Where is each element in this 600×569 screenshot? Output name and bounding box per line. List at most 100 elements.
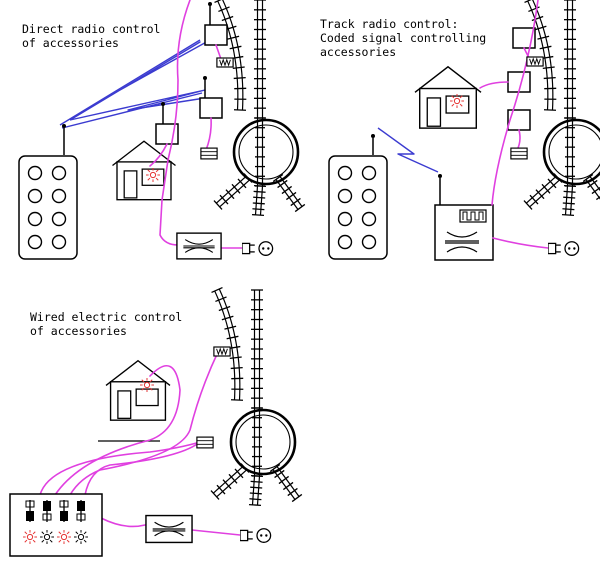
track-tie (254, 191, 266, 192)
transformer-icon (146, 516, 192, 543)
label-direct-radio: Direct radio control of accessories (22, 22, 160, 50)
track-tie (224, 326, 236, 329)
house-icon (106, 361, 170, 420)
receiver-box-1 (205, 25, 227, 45)
receiver-box-2 (200, 98, 222, 118)
track-rail (218, 1, 238, 110)
track-rail (526, 176, 556, 203)
wire-xfmr-plug (192, 530, 240, 535)
transformer-icon (177, 233, 221, 259)
label-wired: Wired electric control of accessories (30, 310, 182, 338)
power-plug-icon (242, 242, 273, 256)
track-rail (530, 180, 560, 207)
switch-motor-icon (217, 58, 233, 67)
track-rail (276, 179, 298, 209)
track-tie (532, 17, 543, 21)
track-tie (562, 215, 574, 216)
track-tie (252, 209, 264, 210)
track-rail (213, 466, 243, 493)
track-tie (249, 499, 261, 500)
track-rail (528, 1, 548, 110)
track-tie (251, 481, 263, 482)
track-tie (219, 307, 230, 311)
track-tie (535, 26, 546, 29)
label-track-radio: Track radio control: Coded signal contro… (320, 17, 486, 59)
label-line: Direct radio control (22, 22, 160, 36)
wire-8 (493, 238, 548, 248)
track-tie (222, 17, 233, 21)
remote-control-icon (19, 156, 77, 259)
decoder-icon (201, 148, 217, 159)
track-rail (256, 186, 258, 215)
track-rail (260, 186, 262, 215)
track-tie (252, 215, 264, 216)
track-tie (563, 197, 575, 198)
wire-control-xfmr (101, 518, 145, 526)
remote-antenna-tip (62, 124, 66, 128)
track-layout-3 (211, 288, 302, 506)
turntable-icon (234, 120, 298, 184)
wire-6 (480, 82, 508, 88)
track-tie (250, 493, 262, 494)
control-panel (10, 494, 102, 556)
track-tie (564, 186, 576, 187)
track-rail (216, 176, 246, 203)
track-tie (254, 186, 266, 187)
coded-signal-chip (460, 210, 486, 222)
track-tie (540, 46, 552, 48)
switch-motor-icon (214, 347, 230, 356)
receiver-box-3 (508, 110, 530, 130)
track-tie (227, 36, 239, 39)
track-tie (230, 46, 242, 48)
track-tie (234, 78, 246, 79)
wire-switch (70, 352, 218, 495)
track-rail (280, 177, 302, 207)
switch-motor-icon (527, 57, 543, 66)
track-tie (230, 357, 242, 358)
track-tie (233, 67, 245, 68)
track-rail (219, 289, 240, 400)
radio-beam-1 (60, 40, 200, 125)
track-tie (544, 78, 556, 79)
radio-wave-2 (70, 90, 205, 120)
track-tie (253, 203, 265, 204)
track-rail (273, 469, 295, 499)
label-line: Wired electric control (30, 310, 182, 324)
label-line: of accessories (30, 324, 182, 338)
remote-control-icon (329, 156, 387, 259)
wire-2 (206, 118, 211, 150)
track-tie (250, 487, 262, 488)
track-rail (220, 180, 250, 207)
track-tie (543, 67, 555, 68)
track-rail (217, 470, 247, 497)
track-rail (253, 476, 255, 505)
track-rail (566, 186, 568, 215)
label-line: Coded signal controlling (320, 31, 486, 45)
track-tie (227, 336, 239, 338)
track-tie (231, 368, 243, 369)
decoder-icon (511, 148, 527, 159)
track-tie (562, 209, 574, 210)
label-line: Track radio control: (320, 17, 486, 31)
track-tie (564, 191, 576, 192)
house-icon (415, 67, 481, 128)
power-plug-icon (240, 529, 271, 543)
label-line: of accessories (22, 36, 160, 50)
track-rail (277, 467, 299, 497)
wire-feed-1 (160, 0, 190, 245)
track-tie (563, 203, 575, 204)
track-tie (249, 505, 261, 506)
track-rail (257, 476, 259, 505)
turntable-icon (231, 410, 295, 474)
power-plug-icon (548, 242, 579, 256)
label-line: accessories (320, 45, 486, 59)
wire-decoder (85, 442, 200, 495)
track-rail (570, 186, 572, 215)
track-tie (253, 197, 265, 198)
decoder-icon (197, 437, 213, 448)
track-tie (251, 476, 263, 477)
track-rail (215, 291, 235, 400)
track-tie (222, 316, 233, 319)
